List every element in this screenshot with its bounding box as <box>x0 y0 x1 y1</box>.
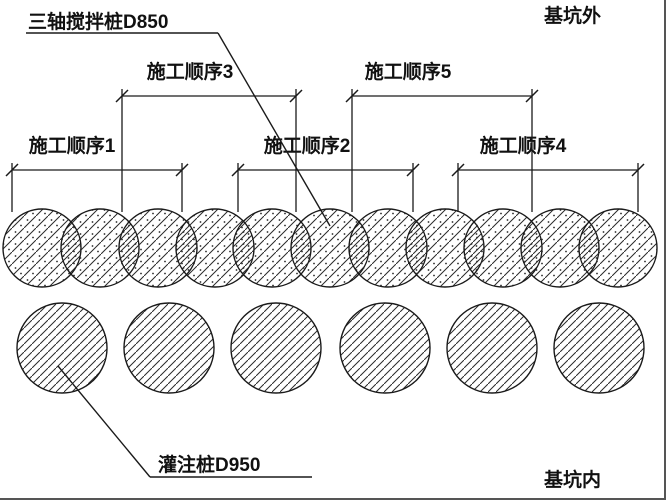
dim-tick <box>345 89 359 103</box>
dim-tick <box>525 89 539 103</box>
seq3-label: 施工顺序3 <box>147 60 234 83</box>
seq4-label: 施工顺序4 <box>480 134 567 157</box>
cast-pile-circle <box>446 302 538 394</box>
cast-pile-callout: 灌注桩D950 <box>57 365 312 478</box>
inside-pit-label: 基坑内 <box>543 468 601 491</box>
mixing-pile-circle <box>578 208 658 288</box>
leader-line <box>217 32 331 227</box>
dim-tick <box>175 163 189 177</box>
mixing-pile-row <box>2 208 658 288</box>
leader-line <box>57 365 151 478</box>
cast-pile-row <box>16 302 645 394</box>
seq5-label: 施工顺序5 <box>365 60 452 83</box>
dim-tick <box>115 89 129 103</box>
dim-tick <box>406 163 420 177</box>
seq2-label: 施工顺序2 <box>264 134 351 157</box>
dimension-seq3: 施工顺序3 <box>115 60 303 212</box>
cast-pile-circle <box>123 302 215 394</box>
dimension-seq5: 施工顺序5 <box>345 60 539 212</box>
cast-pile-circle <box>16 302 108 394</box>
dimension-seq2: 施工顺序2 <box>231 134 420 212</box>
cast-pile-circle <box>230 302 322 394</box>
outside-pit-label: 基坑外 <box>543 4 601 27</box>
seq1-label: 施工顺序1 <box>29 134 116 157</box>
cast-pile-circle <box>553 302 645 394</box>
dim-tick <box>5 163 19 177</box>
dimension-seq4: 施工顺序4 <box>451 134 645 212</box>
cast-pile-label: 灌注桩D950 <box>158 453 260 476</box>
mixing-pile-label: 三轴搅拌桩D850 <box>28 10 168 33</box>
dim-tick <box>289 89 303 103</box>
cast-pile-circle <box>339 302 431 394</box>
dim-tick <box>231 163 245 177</box>
dim-tick <box>631 163 645 177</box>
mixing-pile-callout: 三轴搅拌桩D850 <box>26 10 331 227</box>
dim-tick <box>451 163 465 177</box>
dimension-seq1: 施工顺序1 <box>5 134 189 212</box>
